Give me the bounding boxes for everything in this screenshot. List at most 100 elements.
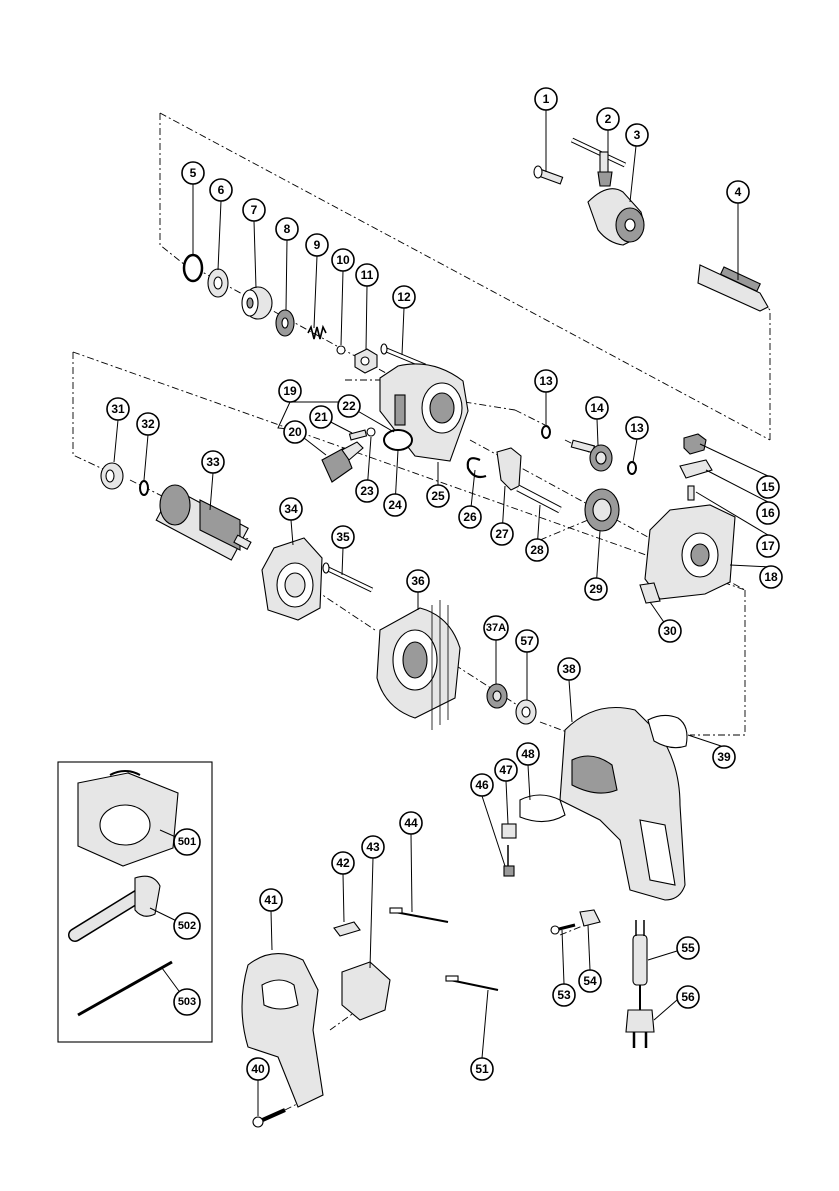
callout-11: 11 [356, 264, 378, 286]
cord-part-56 [626, 985, 654, 1048]
callout-label-9: 9 [314, 238, 321, 252]
callout-41: 41 [260, 889, 282, 911]
callout-5: 5 [182, 162, 204, 184]
o-ring-part-24 [384, 430, 412, 450]
callout-24: 24 [384, 494, 406, 516]
callout-56: 56 [677, 986, 699, 1008]
callout-label-8: 8 [284, 222, 291, 236]
callout-51: 51 [471, 1058, 493, 1080]
pin-part-21 [349, 430, 366, 440]
callout-10: 10 [332, 249, 354, 271]
callout-label-17: 17 [761, 539, 775, 553]
inner-cover-part-18 [645, 505, 735, 599]
callout-47: 47 [495, 759, 517, 781]
drill-chuck-part-3 [588, 189, 644, 245]
callout-label-16: 16 [761, 506, 775, 520]
cord-armor-part-55 [633, 920, 647, 985]
callout-32: 32 [137, 413, 159, 435]
callout-label-46: 46 [475, 778, 489, 792]
fan-guide-part-34 [262, 538, 322, 620]
knob-part-15 [684, 434, 706, 454]
callout-label-42: 42 [336, 856, 350, 870]
callout-55: 55 [677, 937, 699, 959]
callout-31: 31 [107, 398, 129, 420]
callout-label-501: 501 [178, 836, 196, 848]
callout-label-19: 19 [283, 384, 297, 398]
callout-label-47: 47 [499, 763, 513, 777]
callout-28: 28 [526, 539, 548, 561]
slide-knob-part-42 [334, 922, 360, 936]
callout-label-57: 57 [520, 634, 534, 648]
callout-label-14: 14 [590, 401, 604, 415]
change-lever-part-20 [322, 442, 363, 482]
callout-15: 15 [757, 476, 779, 498]
callout-label-37A: 37A [486, 622, 506, 634]
callout-label-13b: 13 [630, 421, 644, 435]
callout-7: 7 [243, 199, 265, 221]
stator-part-36 [377, 600, 460, 730]
callout-label-7: 7 [251, 203, 258, 217]
callout-54: 54 [579, 970, 601, 992]
callout-label-39: 39 [717, 750, 731, 764]
callout-17: 17 [757, 535, 779, 557]
retaining-ring-part-26 [468, 458, 486, 477]
callout-label-31: 31 [111, 402, 125, 416]
callout-19: 19 [279, 380, 301, 402]
callout-29: 29 [585, 578, 607, 600]
washer-part-6 [208, 269, 228, 297]
callout-25: 25 [427, 485, 449, 507]
callout-label-48: 48 [521, 747, 535, 761]
callout-46: 46 [471, 774, 493, 796]
callout-23: 23 [356, 480, 378, 502]
callout-label-18: 18 [764, 570, 778, 584]
callout-label-13a: 13 [539, 374, 553, 388]
callout-label-22: 22 [342, 399, 356, 413]
callout-label-502: 502 [178, 920, 196, 932]
cord-clip-part-54 [580, 910, 600, 926]
callout-39: 39 [713, 746, 735, 768]
callout-40: 40 [247, 1058, 269, 1080]
callout-4: 4 [727, 181, 749, 203]
callout-27: 27 [491, 523, 513, 545]
callout-22: 22 [338, 395, 360, 417]
armature-part-33 [156, 485, 251, 560]
callout-26: 26 [459, 506, 481, 528]
callout-label-36: 36 [411, 574, 425, 588]
latch-part-27 [497, 448, 521, 490]
callout-label-26: 26 [463, 510, 477, 524]
clutch-part-8 [276, 310, 294, 336]
bearing-holder-part-57 [516, 700, 536, 724]
callout-label-5: 5 [190, 166, 197, 180]
callout-20: 20 [284, 421, 306, 443]
callout-48: 48 [517, 743, 539, 765]
callout-label-30: 30 [663, 624, 677, 638]
gear-shaft-part-14 [571, 440, 612, 471]
callout-label-24: 24 [388, 498, 402, 512]
callout-13b: 13 [626, 417, 648, 439]
switch-part-43 [342, 962, 390, 1020]
callout-12: 12 [393, 286, 415, 308]
steel-ball-part-23 [367, 428, 375, 436]
callout-label-28: 28 [530, 543, 544, 557]
callout-16: 16 [757, 502, 779, 524]
callout-34: 34 [280, 498, 302, 520]
callout-label-11: 11 [361, 268, 374, 282]
callout-label-33: 33 [206, 455, 220, 469]
callout-label-1: 1 [543, 92, 550, 106]
callout-label-41: 41 [264, 893, 278, 907]
retaining-ring-part-5 [184, 255, 202, 281]
callout-label-3: 3 [634, 128, 641, 142]
screw-part-35 [323, 563, 372, 590]
callout-label-27: 27 [495, 527, 509, 541]
callout-36: 36 [407, 570, 429, 592]
callout-label-21: 21 [314, 410, 328, 424]
side-handle-part-502 [75, 876, 160, 935]
callout-42: 42 [332, 852, 354, 874]
ball-bearing-part-7 [242, 287, 272, 319]
depth-gauge-part-503 [78, 962, 172, 1015]
screw-part-53 [551, 925, 575, 934]
callout-label-15: 15 [761, 480, 775, 494]
callout-8: 8 [276, 218, 298, 240]
washer-part-32 [140, 481, 148, 495]
callout-label-34: 34 [284, 502, 298, 516]
